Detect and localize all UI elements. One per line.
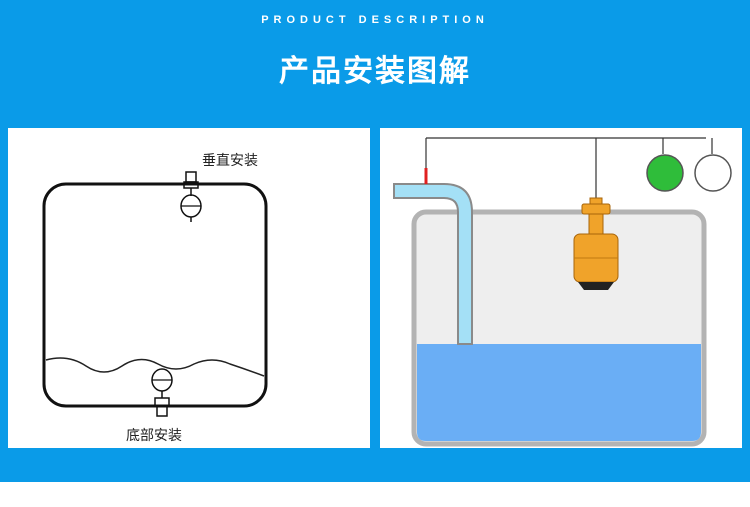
water-surface-line (45, 357, 265, 377)
inlet-pipe (393, 183, 473, 345)
tank-illustration-drawing (393, 137, 732, 447)
indicator-light-off-icon (694, 154, 732, 192)
bottom-mount-sensor-icon (151, 368, 173, 417)
section-subtitle: PRODUCT DESCRIPTION (261, 14, 489, 26)
installation-sketch-panel: 垂直安装 底部安装 (8, 128, 370, 448)
top-mount-sensor-icon (180, 171, 202, 222)
bottom-install-label: 底部安装 (126, 428, 182, 444)
tank-sketch-drawing (42, 171, 268, 417)
installation-illustration-panel (380, 128, 742, 448)
indicator-light-on-icon (646, 154, 684, 192)
vertical-install-label: 垂直安装 (202, 153, 258, 169)
tank-water (417, 344, 701, 441)
section-title: 产品安装图解 (279, 54, 471, 89)
float-level-switch-icon (573, 197, 619, 290)
